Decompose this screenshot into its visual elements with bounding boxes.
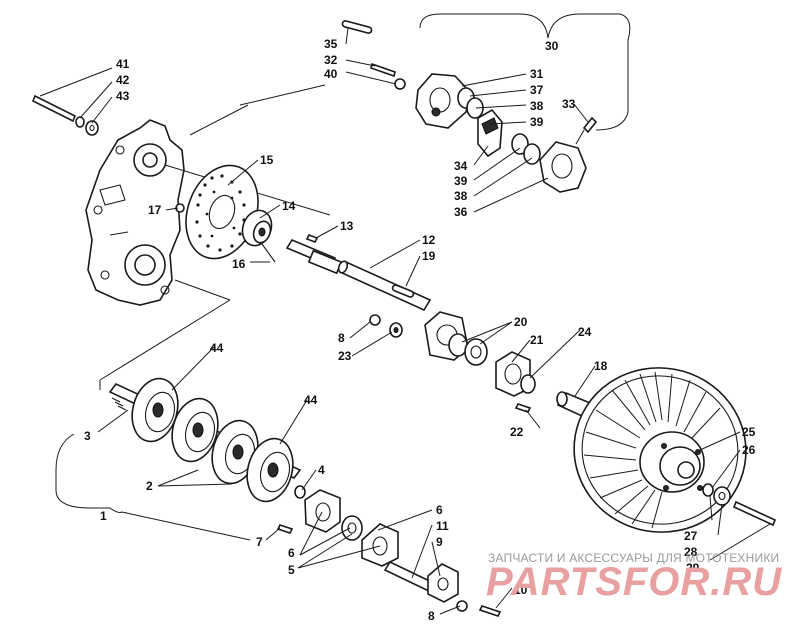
callout-27: 27 <box>684 529 698 543</box>
callout-24: 24 <box>578 325 592 339</box>
drive-sprocket-1 <box>131 377 179 443</box>
watermark-logo: PARTSFOR.RU <box>486 560 783 604</box>
callout-25: 25 <box>742 425 756 439</box>
callout-13: 13 <box>340 219 354 233</box>
callout-30: 30 <box>545 39 559 53</box>
callout-40: 40 <box>324 67 338 81</box>
callout-4: 4 <box>318 463 325 477</box>
callout-26: 26 <box>742 443 756 457</box>
watermark-caption: ЗАПЧАСТИ И АКСЕССУАРЫ ДЛЯ МОТОТЕХНИКИ <box>488 551 780 565</box>
callout-7: 7 <box>256 535 263 549</box>
callout-36: 36 <box>454 205 468 219</box>
callout-39b: 39 <box>454 174 468 188</box>
drive-shaft-sprockets <box>108 377 302 503</box>
callout-numbers: 1 2 3 4 5 6 6 7 8 8 9 10 11 12 13 14 15 … <box>84 37 756 623</box>
callout-6b: 6 <box>436 503 443 517</box>
brake-hub <box>241 209 276 263</box>
leader-lines <box>39 13 771 615</box>
callout-44a: 44 <box>210 341 224 355</box>
callout-18: 18 <box>594 359 608 373</box>
chaincase-housing <box>85 119 185 306</box>
bearing-flange <box>369 311 536 397</box>
callout-43: 43 <box>116 89 130 103</box>
brake-caliper-assembly <box>341 20 598 193</box>
callout-12: 12 <box>422 233 436 247</box>
lower-bearing-set <box>276 485 502 617</box>
callout-39a: 39 <box>530 115 544 129</box>
callout-42: 42 <box>116 73 130 87</box>
callout-22: 22 <box>510 425 524 439</box>
callout-41: 41 <box>116 57 130 71</box>
callout-8a: 8 <box>338 331 345 345</box>
callout-23: 23 <box>338 349 352 363</box>
callout-33: 33 <box>562 97 576 111</box>
callout-8b: 8 <box>428 609 435 623</box>
callout-37: 37 <box>530 83 544 97</box>
callout-21: 21 <box>530 333 544 347</box>
callout-29: 29 <box>686 561 700 575</box>
callout-5: 5 <box>288 563 295 577</box>
spacer-sleeve <box>556 391 592 418</box>
callout-14: 14 <box>282 199 296 213</box>
pulley-hardware <box>702 483 777 527</box>
callout-17: 17 <box>148 203 162 217</box>
callout-20: 20 <box>514 315 528 329</box>
callout-28: 28 <box>684 545 698 559</box>
callout-9: 9 <box>436 535 443 549</box>
driven-pulley <box>573 367 747 533</box>
drive-sprocket-4 <box>246 437 294 503</box>
callout-38a: 38 <box>530 99 544 113</box>
callout-32: 32 <box>324 53 338 67</box>
callout-38b: 38 <box>454 189 468 203</box>
callout-10: 10 <box>514 583 528 597</box>
callout-11: 11 <box>436 519 449 533</box>
callout-31: 31 <box>530 67 544 81</box>
brake-shaft <box>285 233 432 312</box>
callout-35: 35 <box>324 37 338 51</box>
callout-34: 34 <box>454 159 468 173</box>
callout-15: 15 <box>260 153 274 167</box>
drive-sprocket-2 <box>171 397 219 463</box>
callout-16: 16 <box>232 257 246 271</box>
callout-3: 3 <box>84 429 91 443</box>
callout-2: 2 <box>146 479 153 493</box>
callout-19: 19 <box>422 249 436 263</box>
callout-1: 1 <box>100 509 107 523</box>
callout-44b: 44 <box>304 393 318 407</box>
callout-6a: 6 <box>288 546 295 560</box>
